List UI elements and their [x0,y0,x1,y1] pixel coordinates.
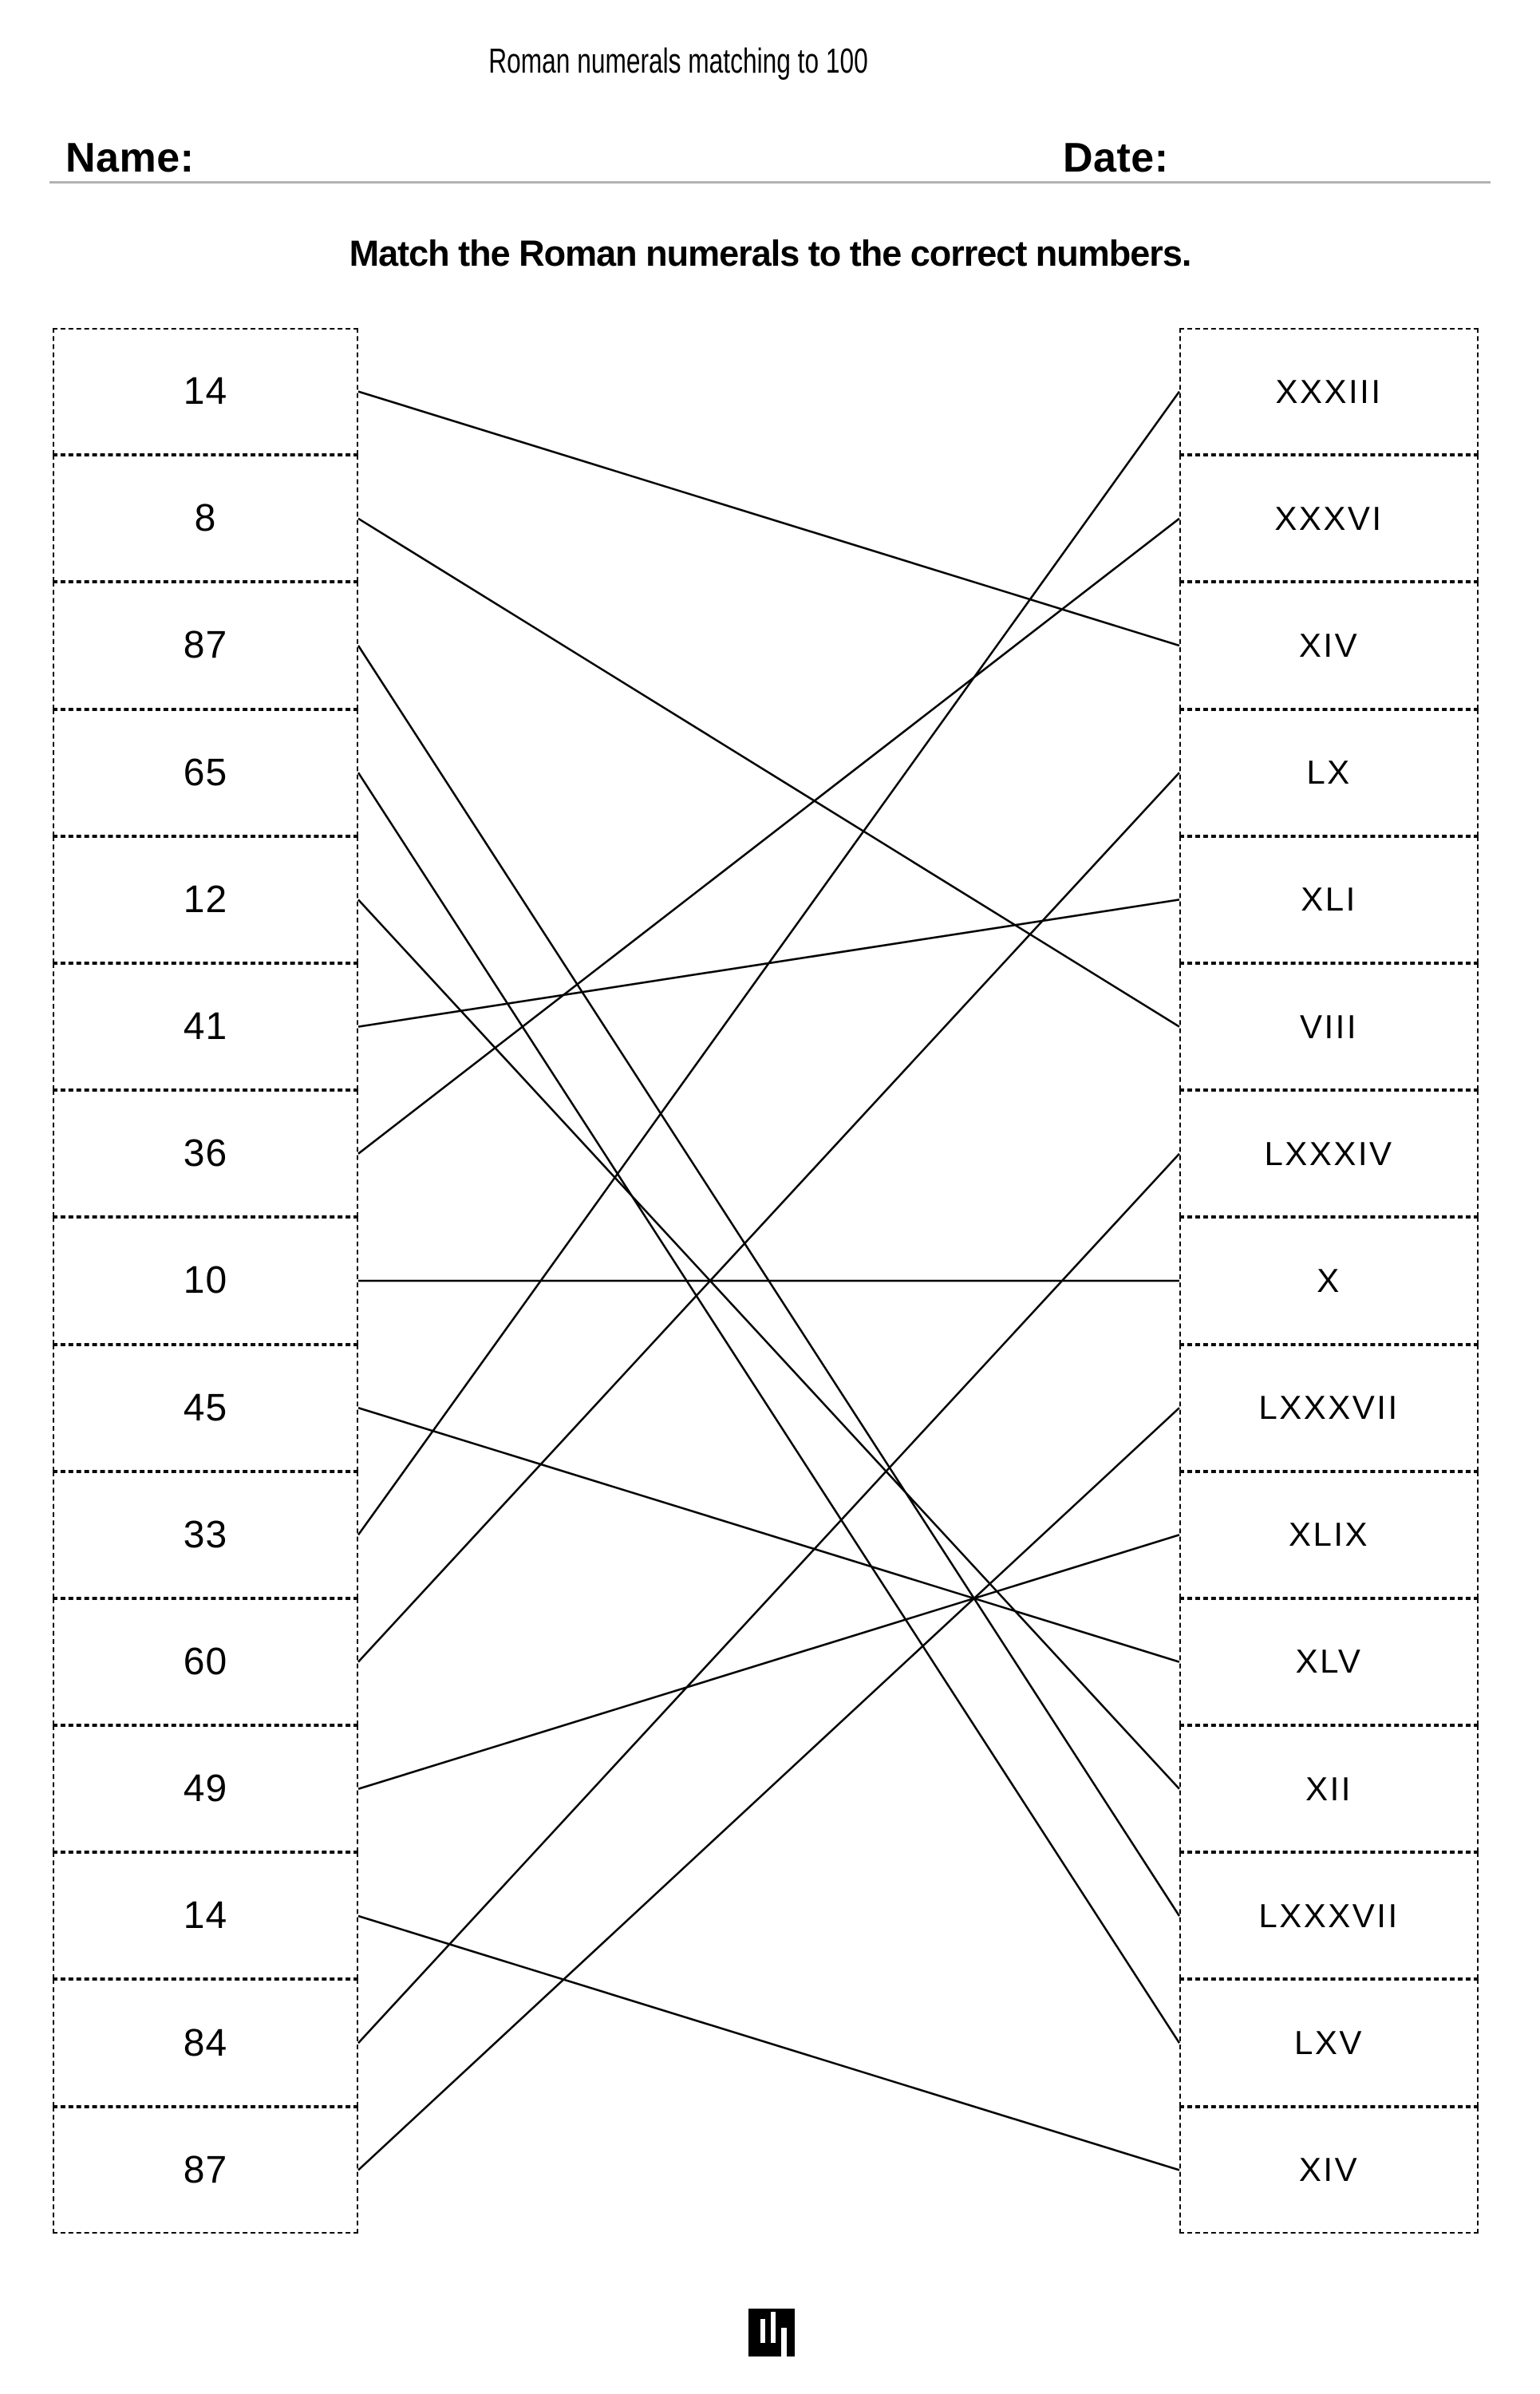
left-box-15[interactable]: 87 [53,2106,358,2234]
right-box-11[interactable]: XLV [1179,1598,1479,1726]
match-line [357,1914,1180,2171]
name-date-write-line [49,181,1491,184]
number-label: 33 [183,1513,228,1556]
right-box-4[interactable]: LX [1179,709,1479,836]
number-label: 12 [183,878,228,921]
match-line [357,772,1180,1663]
left-box-8[interactable]: 10 [53,1217,358,1345]
roman-numeral-label: XLV [1295,1642,1363,1681]
right-box-6[interactable]: VIII [1179,962,1479,1091]
number-label: 10 [183,1259,228,1302]
right-box-8[interactable]: X [1179,1217,1479,1345]
match-line [357,899,1180,1790]
right-box-3[interactable]: XIV [1179,582,1479,709]
match-line [357,645,1181,1917]
right-box-2[interactable]: XXXVI [1179,455,1479,583]
left-box-12[interactable]: 49 [53,1725,358,1853]
number-label: 14 [183,370,228,413]
match-line [357,772,1181,2044]
left-box-2[interactable]: 8 [53,455,358,583]
number-label: 8 [194,497,217,540]
numbers-column: 14 8 87 65 12 41 36 10 45 33 60 49 14 84… [53,328,358,2234]
left-box-11[interactable]: 60 [53,1598,358,1726]
right-box-7[interactable]: LXXXIV [1179,1090,1479,1218]
roman-numeral-label: VIII [1299,1007,1359,1045]
number-label: 41 [183,1005,228,1049]
number-label: 87 [183,624,228,667]
roman-numeral-label: LXXXVII [1258,1896,1400,1934]
left-box-13[interactable]: 14 [53,1852,358,1980]
match-line [357,390,1180,647]
roman-numeral-label: LX [1306,753,1352,792]
right-box-9[interactable]: LXXXVII [1179,1344,1479,1472]
roman-numeral-label: LXXXIV [1264,1134,1394,1172]
match-line [357,1407,1180,2171]
right-box-14[interactable]: LXV [1179,1979,1479,2107]
page-title-text: Roman numerals matching to 100 [488,41,868,81]
right-box-5[interactable]: XLI [1179,836,1479,963]
left-box-9[interactable]: 45 [53,1344,358,1472]
match-line [357,1534,1180,1791]
roman-numeral-label: X [1317,1261,1341,1299]
page-title: Roman numerals matching to 100 [415,41,942,81]
roman-numeral-label: XIV [1298,2151,1360,2189]
name-label: Name: [65,135,195,181]
date-label: Date: [1063,135,1169,181]
roman-numeral-label: XLIX [1288,1515,1370,1554]
number-label: 60 [183,1640,228,1683]
right-box-1[interactable]: XXXIII [1179,328,1479,456]
left-box-6[interactable]: 41 [53,962,358,1091]
match-line [357,1152,1180,2044]
left-box-5[interactable]: 12 [53,836,358,963]
number-label: 36 [183,1132,228,1175]
right-box-10[interactable]: XLIX [1179,1471,1479,1598]
roman-numeral-label: XLI [1301,880,1357,918]
instruction-heading: Match the Roman numerals to the correct … [349,233,1192,274]
roman-numeral-label: XIV [1298,626,1360,664]
left-box-4[interactable]: 65 [53,709,358,836]
number-label: 65 [183,751,228,794]
right-box-15[interactable]: XIV [1179,2106,1479,2234]
mw-monogram-logo-icon [748,2309,795,2356]
right-box-12[interactable]: XII [1179,1725,1479,1853]
roman-numeral-label: XXXIII [1275,372,1383,410]
left-box-14[interactable]: 84 [53,1979,358,2107]
left-box-3[interactable]: 87 [53,582,358,709]
match-line [357,390,1181,1536]
roman-numeral-label: XXXVI [1274,499,1384,537]
match-line [357,517,1180,1028]
match-line [357,899,1180,1028]
match-line [357,517,1180,1155]
right-box-13[interactable]: LXXXVII [1179,1852,1479,1980]
roman-numeral-label: LXXXVII [1258,1389,1400,1427]
roman-numerals-column: XXXIII XXXVI XIV LX XLI VIII LXXXIV X LX… [1179,328,1479,2234]
left-box-10[interactable]: 33 [53,1471,358,1598]
match-line [357,1406,1180,1663]
left-box-1[interactable]: 14 [53,328,358,456]
left-box-7[interactable]: 36 [53,1090,358,1218]
number-label: 14 [183,1894,228,1938]
number-label: 45 [183,1386,228,1429]
roman-numeral-label: XII [1305,1769,1352,1807]
number-label: 84 [183,2021,228,2064]
number-label: 87 [183,2148,228,2191]
number-label: 49 [183,1768,228,1811]
roman-numeral-label: LXV [1294,2024,1364,2062]
